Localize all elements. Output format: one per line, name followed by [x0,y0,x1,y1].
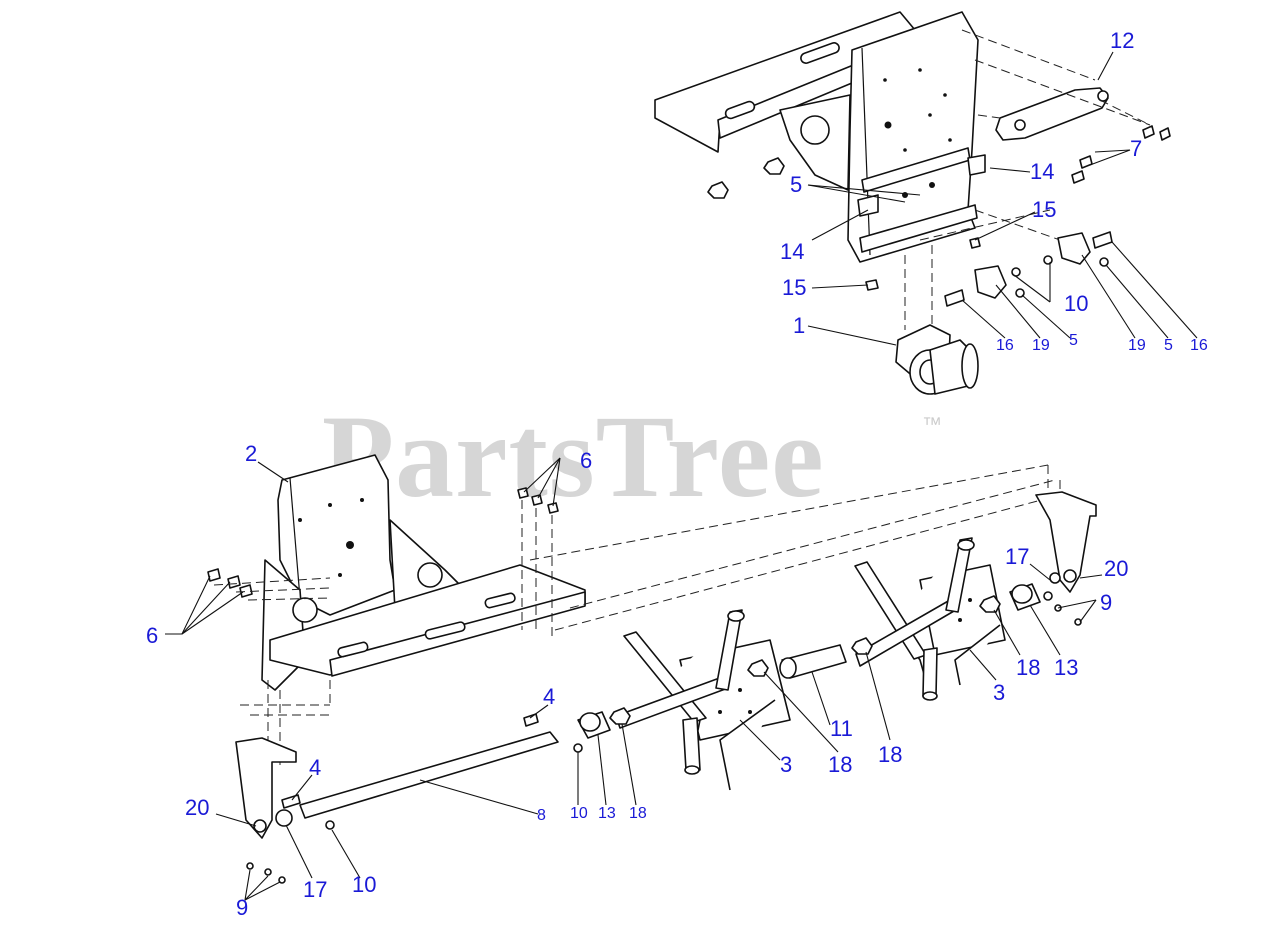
callout-10-upper: 10 [1064,291,1089,316]
callout-3-left: 3 [780,752,793,777]
callout-8: 8 [537,807,546,824]
callout-4-lower: 4 [309,755,322,780]
callout-6-left: 6 [146,623,159,648]
callout-11: 11 [830,716,853,741]
callout-20-right: 20 [1104,556,1129,581]
callout-19-b: 19 [1128,337,1146,354]
callout-17-right: 17 [1005,544,1030,569]
callout-5-upper: 5 [790,172,803,197]
callout-9-right: 9 [1100,590,1113,615]
callout-18-c: 18 [828,752,853,777]
callout-16-a: 16 [996,337,1014,354]
callout-4-upper: 4 [543,684,556,709]
upper-frame-assembly [654,11,1198,395]
tine-wheel-left [615,609,791,791]
callout-15-left: 15 [782,275,807,300]
callout-7: 7 [1130,136,1143,161]
callout-10-lower: 10 [352,872,377,897]
callout-1: 1 [793,313,806,338]
callout-13-right: 13 [1054,655,1079,680]
callout-5-a: 5 [1069,332,1078,349]
callout-18-d: 18 [629,805,647,822]
callout-18-b: 18 [878,742,903,767]
callout-17-left: 17 [303,877,328,902]
lower-frame-assembly [165,454,1103,901]
callout-6-upper: 6 [580,448,593,473]
callout-20-left: 20 [185,795,210,820]
callout-13-mid: 13 [598,805,616,822]
callout-9-left: 9 [236,895,249,920]
callout-19-a: 19 [1032,337,1050,354]
callout-16-b: 16 [1190,337,1208,354]
callout-5-b: 5 [1164,337,1173,354]
watermark-logo: PartsTree [322,391,825,522]
callout-18-a: 18 [1016,655,1041,680]
trademark-symbol: ™ [922,414,942,436]
callout-10-mid: 10 [570,805,588,822]
callout-14-upper: 14 [1030,159,1055,184]
callout-2: 2 [245,441,258,466]
callout-3-right: 3 [993,680,1006,705]
tine-wheel-right [854,537,1006,701]
callout-12: 12 [1110,28,1135,53]
callout-15-upper: 15 [1032,197,1057,222]
callout-14-left: 14 [780,239,805,264]
